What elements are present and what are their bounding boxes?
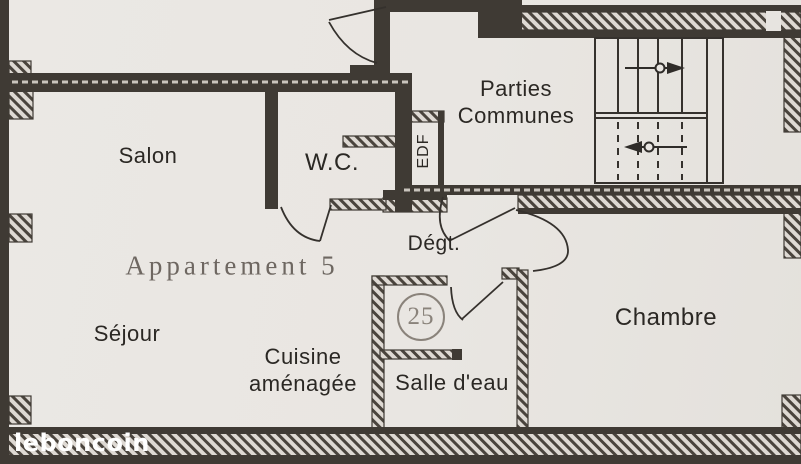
door-apartment-entrance xyxy=(438,196,516,242)
wall-header-strip xyxy=(400,185,801,195)
wall-pier xyxy=(8,213,33,243)
wall-wc-bottom xyxy=(329,198,387,211)
wall-right xyxy=(783,211,801,259)
wall-right xyxy=(781,394,801,429)
room-label-parties-communes: Parties Communes xyxy=(458,75,574,129)
room-label-salle-deau: Salle d'eau xyxy=(395,370,509,395)
wall-pier xyxy=(8,90,34,120)
stair-arrows xyxy=(624,62,687,153)
apartment-title: Appartement 5 xyxy=(125,250,339,281)
wall-degt-top xyxy=(382,197,448,213)
door-leaf xyxy=(448,207,516,242)
wall-bottom-edge xyxy=(0,427,801,434)
wall-entry-vertical xyxy=(374,0,390,76)
wall-salon-top xyxy=(8,73,412,92)
room-label-sejour: Séjour xyxy=(93,321,161,346)
room-label-cuisine-line1: Cuisine xyxy=(264,344,342,369)
room-label-chambre: Chambre xyxy=(614,304,718,331)
wall-bottom-dark-strip xyxy=(0,455,801,464)
room-label-edf: EDF xyxy=(415,133,432,169)
shower-screen xyxy=(379,349,455,360)
wc-shelf xyxy=(342,135,401,148)
door-leaf xyxy=(328,6,387,21)
door-arc xyxy=(450,286,464,321)
leboncoin-watermark: leboncoin xyxy=(14,429,150,457)
room-label-communes: Communes xyxy=(457,103,575,128)
wall-left-outer xyxy=(0,0,9,464)
stairs-down-arrow-icon xyxy=(624,141,687,153)
room-label-wc: W.C. xyxy=(305,149,359,176)
shower-screen-end xyxy=(452,349,462,360)
wall-edf-right xyxy=(438,111,444,189)
wall-pier xyxy=(8,395,32,425)
doors xyxy=(280,6,569,321)
door-leaf xyxy=(461,281,504,320)
wall-top-left-strip xyxy=(388,0,480,12)
wall-wc-left-foot xyxy=(265,192,278,209)
wall-wc-right xyxy=(395,88,412,212)
room-label-salon: Salon xyxy=(118,143,178,168)
wall-entry-stub xyxy=(350,65,390,76)
wall-right xyxy=(783,32,801,133)
room-label-degt: Dégt. xyxy=(407,232,461,255)
top-band-doorway xyxy=(766,11,781,31)
door-chambre xyxy=(515,209,569,272)
wall-top-band-edge xyxy=(488,5,801,12)
wall-top-band xyxy=(487,11,801,31)
door-arc xyxy=(515,209,569,272)
wall-salledeau-top xyxy=(371,275,448,286)
hatched-walls xyxy=(0,11,801,458)
room-label-parties: Parties xyxy=(480,76,552,101)
door-arc xyxy=(280,206,321,242)
unit-number-circle xyxy=(397,293,445,341)
wall-core-lines xyxy=(12,80,798,192)
wall-top-band-edge xyxy=(488,30,801,38)
staircase xyxy=(594,37,724,184)
wall-degt-top-edge xyxy=(383,190,447,200)
door-salledeau xyxy=(450,281,504,321)
door-arc xyxy=(438,196,451,242)
wall-salledeau-chambre xyxy=(516,269,529,429)
door-arc xyxy=(328,21,378,64)
room-label-cuisine: Cuisine aménagée xyxy=(249,343,357,397)
stairs-up-arrow-icon xyxy=(625,62,685,74)
wall-chambre-top xyxy=(517,194,801,211)
wall-chambre-top-edge xyxy=(518,208,801,214)
wall-wc-left xyxy=(265,92,278,209)
unit-number: 25 xyxy=(407,303,435,330)
door-wc xyxy=(280,204,332,242)
door-leaf xyxy=(319,204,332,242)
room-label-cuisine-line2: aménagée xyxy=(249,371,357,396)
door-entry-top xyxy=(328,6,387,64)
